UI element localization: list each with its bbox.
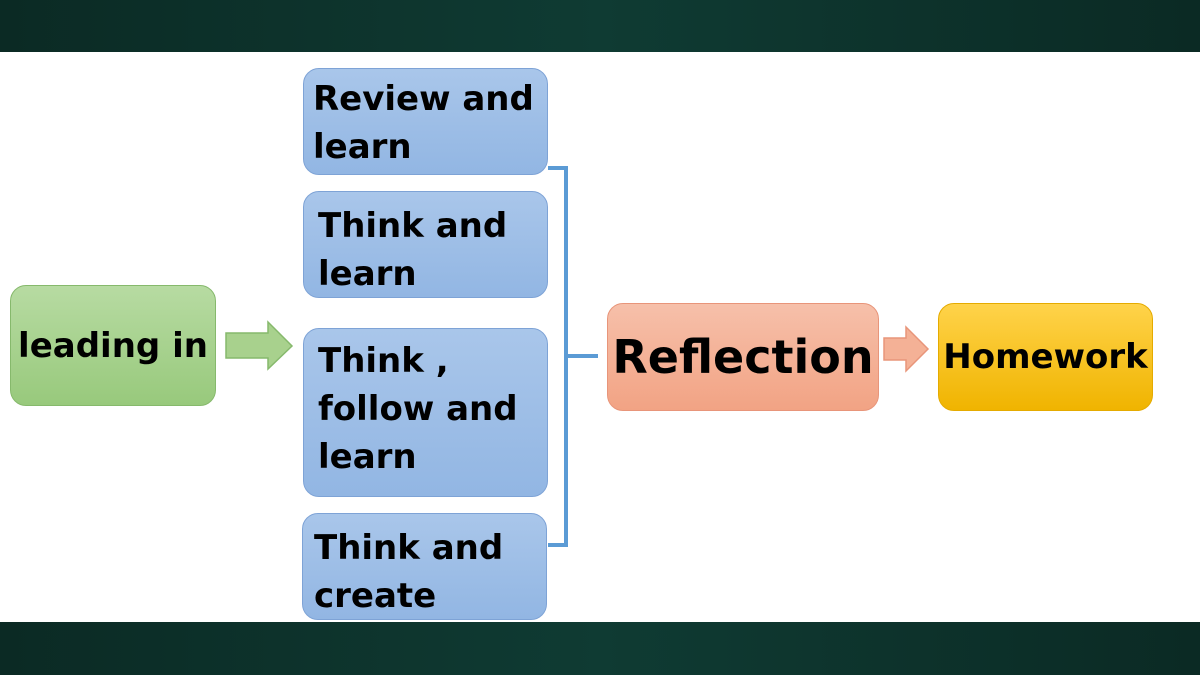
review-and-learn-label: Review and learn <box>313 79 534 167</box>
think-and-learn-label: Think and learn <box>318 206 508 294</box>
leading-in-label: leading in <box>18 325 208 366</box>
reflection-box: Reflection <box>607 303 879 411</box>
homework-box: Homework <box>938 303 1153 411</box>
reflection-label: Reflection <box>612 330 874 384</box>
bottom-band <box>0 622 1200 675</box>
think-follow-and-learn-box: Think , follow and learn <box>303 328 548 497</box>
think-and-learn-box: Think and learn <box>303 191 548 298</box>
arrow-to-homework <box>883 325 930 373</box>
think-and-create-label: Think and create <box>314 528 504 616</box>
steps-bracket <box>548 166 598 547</box>
homework-label: Homework <box>943 337 1148 377</box>
review-and-learn-box: Review and learn <box>303 68 548 175</box>
think-and-create-box: Think and create <box>302 513 547 620</box>
leading-in-box: leading in <box>10 285 216 406</box>
think-follow-and-learn-label: Think , follow and learn <box>318 341 518 477</box>
arrow-to-steps <box>225 320 294 371</box>
top-band <box>0 0 1200 52</box>
